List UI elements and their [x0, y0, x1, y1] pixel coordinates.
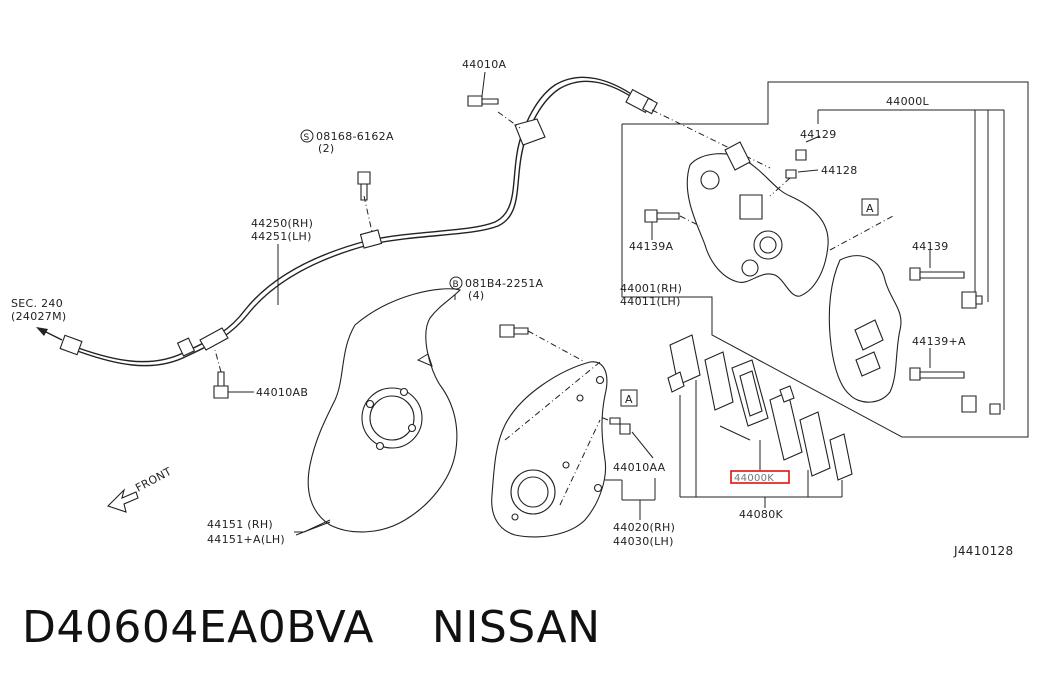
- label-sec-240: SEC. 240: [11, 297, 63, 310]
- label-081b4-2251a: 081B4-2251A: [465, 277, 544, 290]
- label-44139a: 44139A: [629, 240, 673, 253]
- diagram-code: J4410128: [953, 544, 1013, 558]
- label-bolt-s-qty: (2): [318, 142, 334, 155]
- circled-b-icon: B: [449, 276, 463, 290]
- label-08168-6162a: 08168-6162A: [316, 130, 394, 143]
- label-44151-a-lh: 44151+A(LH): [207, 533, 285, 546]
- svg-text:S: S: [304, 133, 310, 143]
- label-44151-rh: 44151 (RH): [207, 518, 273, 531]
- label-44010ab: 44010AB: [256, 386, 308, 399]
- svg-text:B: B: [453, 280, 459, 290]
- label-44000l: 44000L: [886, 95, 929, 108]
- label-44011-lh: 44011(LH): [620, 295, 681, 308]
- label-44000k: 44000K: [734, 473, 774, 484]
- label-44251-lh: 44251(LH): [251, 230, 312, 243]
- ref-a-bottom: A: [625, 393, 633, 406]
- label-44080k: 44080K: [739, 508, 783, 521]
- back-plate: [491, 361, 656, 538]
- speed-sensor-cable: [36, 71, 771, 435]
- circled-s-icon: S: [300, 129, 314, 143]
- label-44129: 44129: [800, 128, 837, 141]
- label-44010aa: 44010AA: [613, 461, 666, 474]
- front-label: FRONT: [133, 465, 174, 495]
- label-44139-a: 44139+A: [912, 335, 966, 348]
- parts-diagram: A A S B FRONT 44010A 08168-6162A (2) 442…: [11, 58, 1029, 558]
- part-caption: D40604EA0BVA NISSAN: [22, 598, 601, 658]
- label-bolt-b-qty: (4): [468, 289, 484, 302]
- caliper-frame: [621, 81, 1029, 438]
- part-number: D40604EA0BVA: [22, 602, 374, 653]
- label-44020-rh: 44020(RH): [613, 521, 675, 534]
- label-44250-rh: 44250(RH): [251, 217, 313, 230]
- caliper-bracket: [828, 214, 1001, 415]
- label-sec-sub: (24027M): [11, 310, 66, 323]
- label-44010a: 44010A: [462, 58, 506, 71]
- arrow-icon: [106, 488, 139, 513]
- ref-a-top: A: [866, 202, 874, 215]
- caliper-body: [644, 135, 829, 297]
- label-44139: 44139: [912, 240, 949, 253]
- brand-name: NISSAN: [431, 602, 601, 653]
- dust-shield: [294, 288, 462, 533]
- brake-pads: [667, 334, 853, 508]
- reference-markers: A A: [620, 198, 879, 407]
- label-44030-lh: 44030(LH): [613, 535, 674, 548]
- label-44128: 44128: [821, 164, 858, 177]
- label-44001-rh: 44001(RH): [620, 282, 682, 295]
